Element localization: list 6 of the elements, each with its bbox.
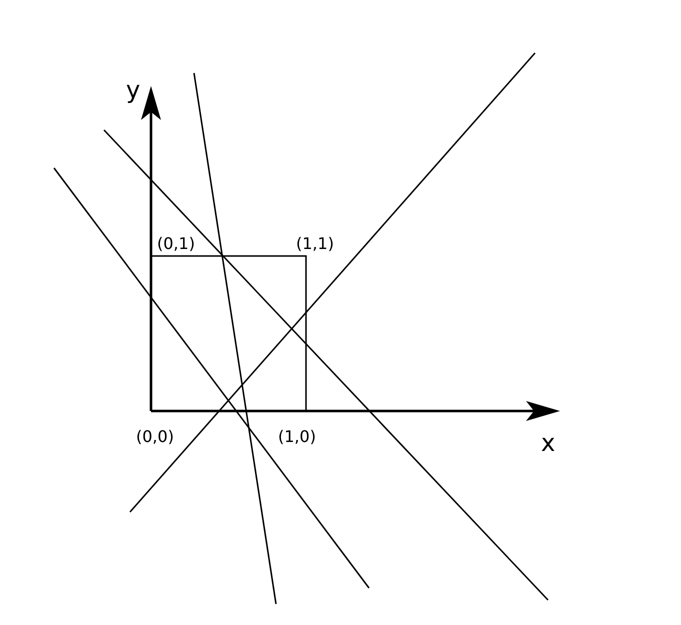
coordinate-label: (1,1) <box>296 236 334 252</box>
axis-label: x <box>541 431 556 455</box>
coordinate-label: (0,1) <box>157 236 195 252</box>
coordinate-label: (0,0) <box>136 429 174 445</box>
coordinate-label: (1,0) <box>278 429 316 445</box>
axis-label: y <box>126 78 140 102</box>
